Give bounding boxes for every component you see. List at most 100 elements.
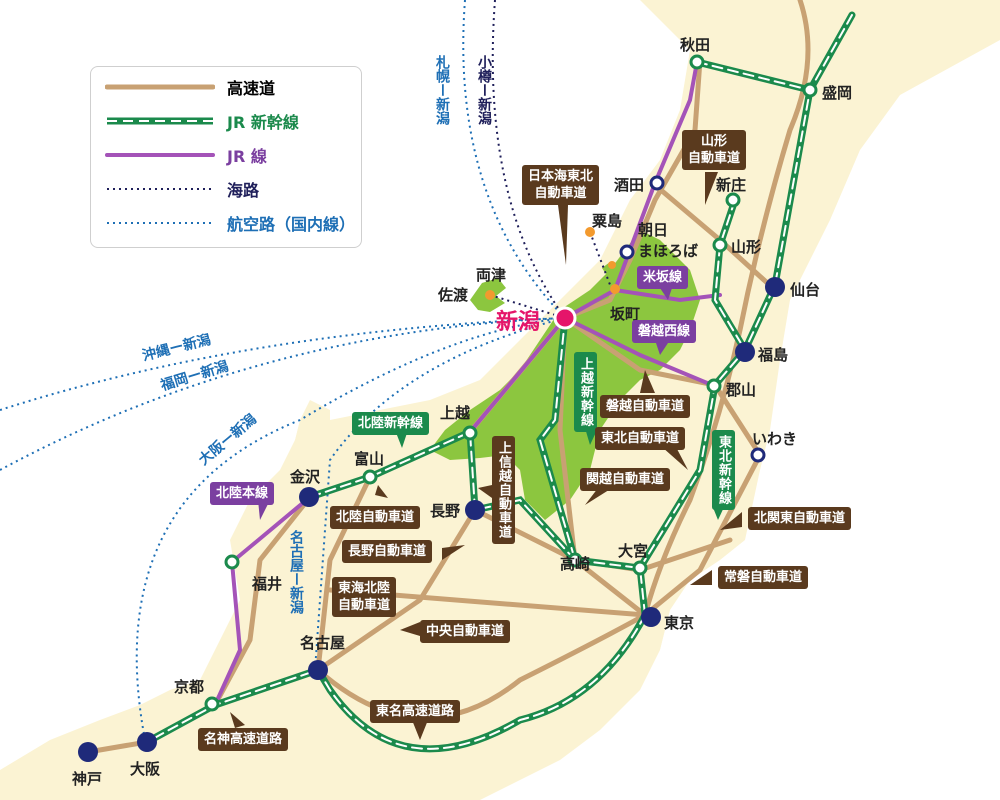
label-yamagata: 山形 <box>731 238 762 256</box>
station-awashima <box>585 227 595 237</box>
label-takasaki: 高崎 <box>560 555 591 573</box>
tag-joetsu-shinkansen: 上越新幹線 <box>574 352 597 432</box>
route-sado <box>489 294 566 319</box>
noto-peninsula <box>290 400 330 460</box>
station-awashima-port <box>608 261 616 269</box>
label-sakata: 酒田 <box>614 176 645 194</box>
label-niigata: 新潟 <box>496 310 541 335</box>
tag-banetsu-west: 磐越西線 <box>632 320 697 343</box>
label-kyoto: 京都 <box>174 678 205 696</box>
tag-joshinetsu: 上信越自動車道 <box>492 436 515 544</box>
station-kanazawa <box>299 487 319 507</box>
label-ryotsu: 両津 <box>476 266 507 284</box>
legend-shinkansen: JR 新幹線 <box>105 111 299 132</box>
label-sado: 佐渡 <box>438 286 469 304</box>
label-sakamachi: 坂町 <box>610 305 641 323</box>
label-kanazawa: 金沢 <box>290 468 321 486</box>
tag-joban: 常磐自動車道 <box>718 566 809 589</box>
tag-chuo: 中央自動車道 <box>420 620 511 643</box>
tag-nagano-exp: 長野自動車道 <box>342 540 433 563</box>
tag-hokuriku-line: 北陸本線 <box>210 482 275 505</box>
expressway-banetsu <box>562 315 763 458</box>
tag-kitakanto: 北関東自動車道 <box>748 507 852 530</box>
legend-shinkansen-label: JR 新幹線 <box>227 113 299 132</box>
label-kobe: 神戸 <box>72 770 103 788</box>
legend-expressway: 高速道 <box>105 77 275 98</box>
station-morioka <box>802 82 818 98</box>
label-iwaki: いわき <box>752 430 798 448</box>
tag-nihonkai-tohoku: 日本海東北 自動車道 <box>522 165 600 205</box>
callout-pointers-purple <box>258 288 672 520</box>
tag-hokuriku-exp: 北陸自動車道 <box>330 506 421 529</box>
station-yamagata <box>712 237 728 253</box>
expressway-tohoku <box>642 0 811 618</box>
stations <box>78 54 818 762</box>
station-koriyama <box>706 378 722 394</box>
legend-air-label: 航空路（国内線） <box>227 215 356 234</box>
shinkansen-swatch <box>107 117 213 125</box>
sea-routes <box>489 0 613 319</box>
jr-banetsu-west <box>563 316 714 387</box>
legend-sea-label: 海路 <box>227 181 260 200</box>
expressway-chuo <box>315 507 478 673</box>
label-omiya: 大宮 <box>618 542 649 560</box>
station-nagoya <box>308 660 328 680</box>
station-nagano <box>465 500 485 520</box>
map-legend: 高速道 JR 新幹線 JR 線 海路 航空路（国内線） <box>90 66 362 248</box>
label-toyama: 富山 <box>354 450 385 468</box>
station-toyama <box>362 469 378 485</box>
jr-swatch <box>105 153 215 157</box>
label-shinjo: 新庄 <box>716 176 747 194</box>
expressway-nihonkai <box>562 57 703 321</box>
label-fukushima: 福島 <box>758 346 789 364</box>
station-osaka <box>137 732 157 752</box>
label-osaka: 大阪 <box>130 760 161 778</box>
station-akita <box>689 54 705 70</box>
callout-pointers <box>230 172 742 740</box>
tag-banetsu-exp: 磐越自動車道 <box>600 395 691 418</box>
route-okinawa <box>0 317 566 411</box>
expressway-tokai-hokuriku <box>315 474 373 673</box>
label-morioka: 盛岡 <box>822 84 853 102</box>
label-sendai: 仙台 <box>790 281 821 299</box>
route-nagoya <box>314 317 566 671</box>
tag-tokai-hokuriku: 東海北陸 自動車道 <box>332 577 397 617</box>
station-joetsu <box>462 425 478 441</box>
route-fukuoka <box>0 317 566 471</box>
label-nagano: 長野 <box>430 502 461 520</box>
legend-jr-label: JR 線 <box>227 147 267 166</box>
shinkansen-lines <box>143 11 856 753</box>
tag-kanetsu: 関越自動車道 <box>580 468 671 491</box>
station-shinjo <box>725 192 741 208</box>
route-otaru <box>491 0 566 319</box>
station-sakamachi <box>610 284 620 294</box>
station-kobe <box>78 742 98 762</box>
tag-yamagata-exp: 山形 自動車道 <box>682 130 747 170</box>
expressway-swatch <box>105 84 215 90</box>
station-ryotsu <box>485 290 495 300</box>
expressway-joban <box>642 452 763 618</box>
tag-tomei: 東名高速道路 <box>370 700 461 723</box>
label-koriyama: 郡山 <box>726 381 757 399</box>
station-sakata <box>649 175 665 191</box>
route-label-otaru: 小樽ー新潟 <box>476 55 492 125</box>
legend-sea: 海路 <box>105 179 260 200</box>
label-akita: 秋田 <box>680 36 711 54</box>
station-tokyo <box>641 607 661 627</box>
route-sapporo <box>462 0 566 319</box>
air-routes <box>0 0 566 741</box>
route-label-sapporo: 札幌ー新潟 <box>434 55 450 125</box>
jr-yonesaka <box>613 288 722 303</box>
route-awashima <box>589 231 613 291</box>
tag-tohoku-shinkansen: 東北新幹線 <box>712 430 735 510</box>
station-asahi <box>619 244 635 260</box>
station-omiya <box>632 560 648 576</box>
station-takasaki <box>567 552 583 568</box>
station-fukui <box>224 554 240 570</box>
air-swatch <box>107 222 213 224</box>
label-nagoya: 名古屋 <box>300 634 346 652</box>
sea-swatch <box>107 188 213 190</box>
label-joetsu: 上越 <box>440 404 471 422</box>
station-kyoto <box>204 696 220 712</box>
tag-meishin: 名神高速道路 <box>198 728 289 751</box>
